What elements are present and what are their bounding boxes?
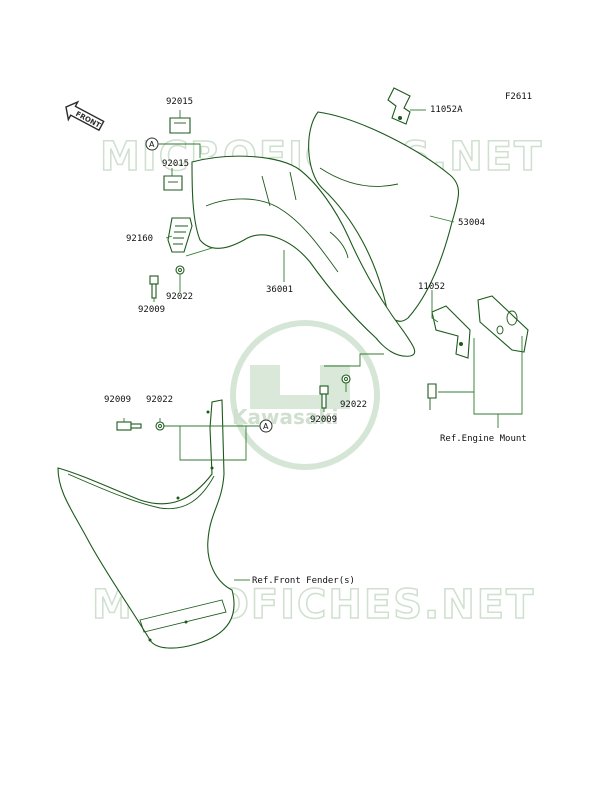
part-label-92015-top: 92015 — [166, 97, 193, 107]
part-label-11052a: 11052A — [430, 105, 463, 115]
washer-92022-top — [175, 265, 185, 275]
side-cover-53004 — [308, 111, 460, 322]
inner-cover-36001 — [191, 155, 416, 357]
leader-lines — [123, 109, 523, 581]
bracket-11052a — [387, 87, 411, 125]
front-arrow-icon: FRONT — [65, 100, 105, 132]
part-label-92022-top: 92022 — [166, 292, 193, 302]
part-label-92160: 92160 — [126, 234, 153, 244]
ref-front-fender-label: Ref.Front Fender(s) — [252, 576, 355, 586]
part-label-53004: 53004 — [458, 218, 485, 228]
washer-92022-mid — [341, 374, 351, 384]
kawasaki-logo: Kawasaki — [230, 320, 380, 470]
ref-marker-a-bottom-label: A — [263, 422, 269, 431]
part-label-92009-left: 92009 — [104, 395, 131, 405]
ref-engine-mount-label: Ref.Engine Mount — [440, 434, 527, 444]
ref-marker-a-top: A — [145, 137, 159, 151]
part-label-92022-mid: 92022 — [340, 400, 367, 410]
part-labels: 92015 11052A 92015 53004 92160 36001 920… — [104, 97, 527, 586]
kawasaki-logo-text: Kawasaki — [232, 405, 339, 429]
grommet-92160 — [167, 217, 193, 253]
clip-92015-mid — [163, 175, 183, 191]
engine-mount-plate — [427, 295, 529, 410]
part-label-36001: 36001 — [266, 285, 293, 295]
washer-92022-left — [155, 421, 165, 431]
figure-code: F2611 — [505, 92, 532, 102]
part-label-92009-mid: 92009 — [310, 415, 337, 425]
bracket-11052 — [431, 305, 471, 359]
front-fender — [57, 399, 235, 649]
bolt-92009-top — [149, 275, 159, 299]
ref-marker-a-top-label: A — [149, 140, 155, 149]
ref-marker-a-bottom: A — [259, 419, 273, 433]
part-label-11052: 11052 — [418, 282, 445, 292]
part-label-92009-top: 92009 — [138, 305, 165, 315]
bolt-92009-left — [116, 421, 142, 431]
clip-92015-top — [169, 117, 191, 134]
part-label-92022-left: 92022 — [146, 395, 173, 405]
part-label-92015-mid: 92015 — [162, 159, 189, 169]
